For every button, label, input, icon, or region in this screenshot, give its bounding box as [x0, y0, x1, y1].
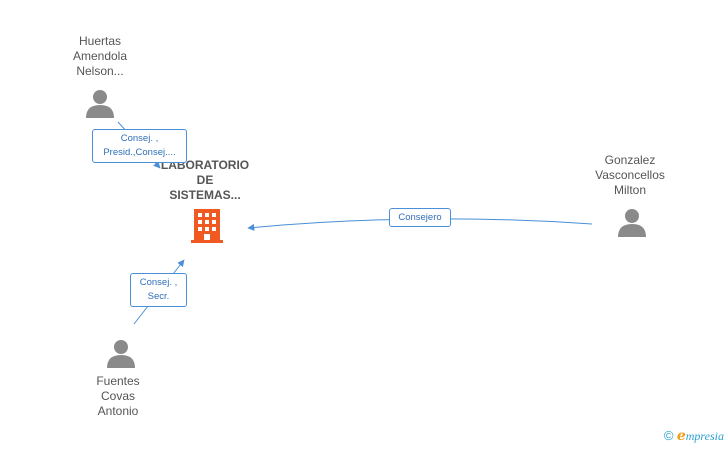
building-icon[interactable]	[191, 209, 223, 243]
person-icon[interactable]	[617, 207, 647, 237]
relation-label-gonzalez[interactable]: Consejero	[389, 208, 451, 227]
brand-name: mpresia	[685, 429, 724, 443]
company-label[interactable]: LABORATORIO DE SISTEMAS...	[160, 158, 250, 202]
person-label-gonzalez[interactable]: Gonzalez Vasconcellos Milton	[595, 153, 665, 197]
brand-e-glyph: e	[676, 428, 686, 444]
relation-label-huertas[interactable]: Consej. , Presid.,Consej....	[92, 129, 187, 163]
person-label-huertas[interactable]: Huertas Amendola Nelson...	[72, 34, 128, 78]
copyright-symbol: ©	[663, 428, 674, 443]
brand-logo: © empresia	[664, 428, 724, 444]
person-label-fuentes[interactable]: Fuentes Covas Antonio	[96, 374, 140, 418]
relation-label-fuentes[interactable]: Consej. , Secr.	[130, 273, 187, 307]
person-icon[interactable]	[85, 88, 115, 118]
person-icon[interactable]	[106, 338, 136, 368]
